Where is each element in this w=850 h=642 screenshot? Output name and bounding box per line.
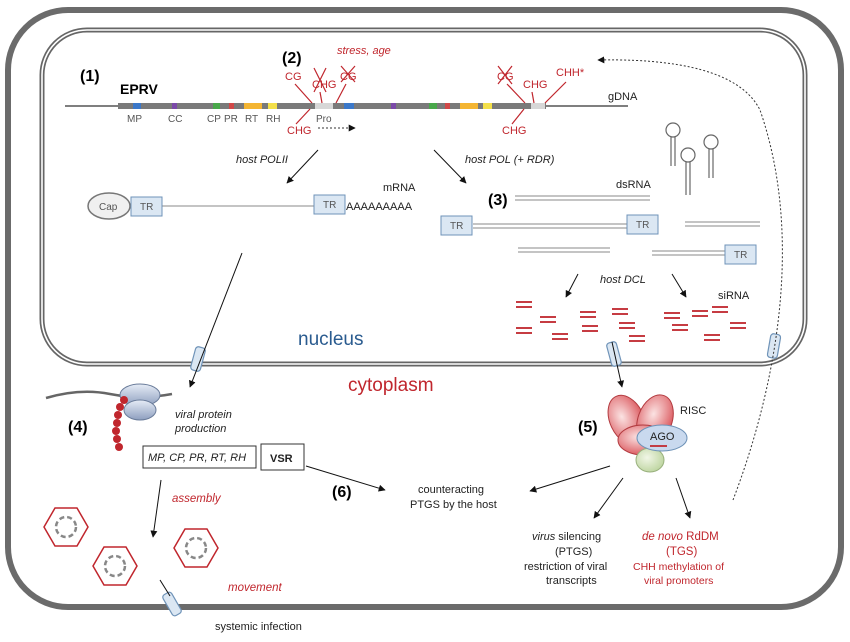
cytoplasm-label: cytoplasm [348,375,434,396]
nuclear-pore-mrna [190,346,206,372]
tr-dsrna-mid [626,214,659,235]
tr-label: TR [140,202,153,213]
sirna-export-arrow [611,341,625,388]
domain-rh: RH [266,114,280,125]
step-4: (4) [68,419,88,436]
virion-1 [43,507,89,547]
ago-protein [636,424,688,452]
risc-to-ptgs-arrow [593,477,624,519]
rddm-line-4: viral promoters [644,575,713,587]
nuclear-envelope-inner [41,29,806,365]
rddm-line-2: (TGS) [666,546,697,558]
cell-wall [5,7,844,610]
risc-to-rddm-arrow [675,477,692,519]
hairpin-rnas [665,122,719,195]
protein-list-box [142,445,257,469]
gdna-label: gDNA [608,91,638,103]
step-2: (2) [282,50,302,67]
chg-label-left-bottom: CHG [287,125,311,137]
domain-mp: MP [127,114,142,125]
ago-label: AGO [650,431,675,443]
nascent-peptide [112,396,128,451]
virion-3 [173,528,219,568]
assembly-arrow [150,479,162,538]
tr-label: TR [450,221,463,232]
chg-label-left-1: CHG [312,79,336,91]
rddm-line-3: CHH methylation of [633,561,724,573]
methylation-marks-right [497,65,567,125]
viral-protein-line-2: production [174,423,226,435]
cg-label-left-2: CG [340,71,357,83]
domain-cp: CP [207,114,221,125]
domain-cc: CC [168,114,182,125]
tr-dsrna-right [724,244,757,265]
movement-arrow [159,579,171,597]
assembly-label: assembly [172,493,222,505]
pol-rdr-label: host POL (+ RDR) [465,154,555,166]
protein-list-label: MP, CP, PR, RT, RH [148,452,246,464]
stress-age-label: stress, age [337,45,391,57]
chh-label-right: CHH* [556,67,585,79]
tr-mrna-right [313,194,346,215]
sirna-label: siRNA [718,290,750,302]
ptgs-line-4: transcripts [546,575,597,587]
step-5: (5) [578,419,598,436]
dsrna-label: dsRNA [616,179,652,191]
sirna-duplexes [516,301,746,342]
tr-label: TR [323,200,336,211]
pol2-arrow [286,149,319,184]
polya-tail: AAAAAAAAA [346,201,413,213]
counter-line-2: PTGS by the host [410,499,497,511]
plasmodesma-pore [162,591,182,617]
tr-mrna-left [130,196,163,217]
methylation-marks-left [294,65,356,125]
risc-lobe-green [635,447,665,473]
ribosome-small [123,399,157,421]
pol2-label: host POLII [236,154,288,166]
nucleus-label: nucleus [298,329,364,350]
ptgs-line-3: restriction of viral [524,561,607,573]
genome-domain-marks [133,103,545,109]
ptgs-line-1: virus silencing [532,531,601,543]
eprv-label: EPRV [120,81,159,97]
counter-line-1: counteracting [418,484,484,496]
vsr-to-counter-arrow [305,465,386,492]
viral-protein-line-1: viral protein [175,409,232,421]
movement-label: movement [228,582,282,594]
tr-dsrna-left [440,215,473,236]
ptgs-line-2: (PTGS) [555,546,592,558]
dcl-label: host DCL [600,274,646,286]
step-3: (3) [488,192,508,209]
cap-label: Cap [99,202,118,213]
rddm-line-1: de novo RdDM [642,531,719,543]
dcl-arrow-left [565,273,579,298]
chg-label-right-bottom: CHG [502,125,526,137]
chg-label-right: CHG [523,79,547,91]
tr-label: TR [734,250,747,261]
dsrna-strands [473,195,760,256]
risc-label: RISC [680,405,706,417]
pol-rdr-arrow [433,149,467,184]
tr-label: TR [636,220,649,231]
dcl-arrow-right [671,273,687,298]
vsr-box [260,443,305,471]
virion-2 [92,546,138,586]
step-6: (6) [332,484,352,501]
nuclear-pore-rddm [766,333,782,359]
vsr-label: VSR [270,453,293,465]
mrna-export-arrow [189,252,243,388]
rddm-feedback-arrow [597,56,783,501]
cap-structure [87,192,131,220]
domain-pr: PR [224,114,238,125]
domain-rt: RT [245,114,258,125]
step-1: (1) [80,68,100,85]
systemic-infection-label: systemic infection [215,621,302,633]
cg-label-left-1: CG [285,71,302,83]
mrna-label: mRNA [383,182,416,194]
domain-pro: Pro [316,114,332,125]
risc-to-counter-arrow [529,465,611,493]
